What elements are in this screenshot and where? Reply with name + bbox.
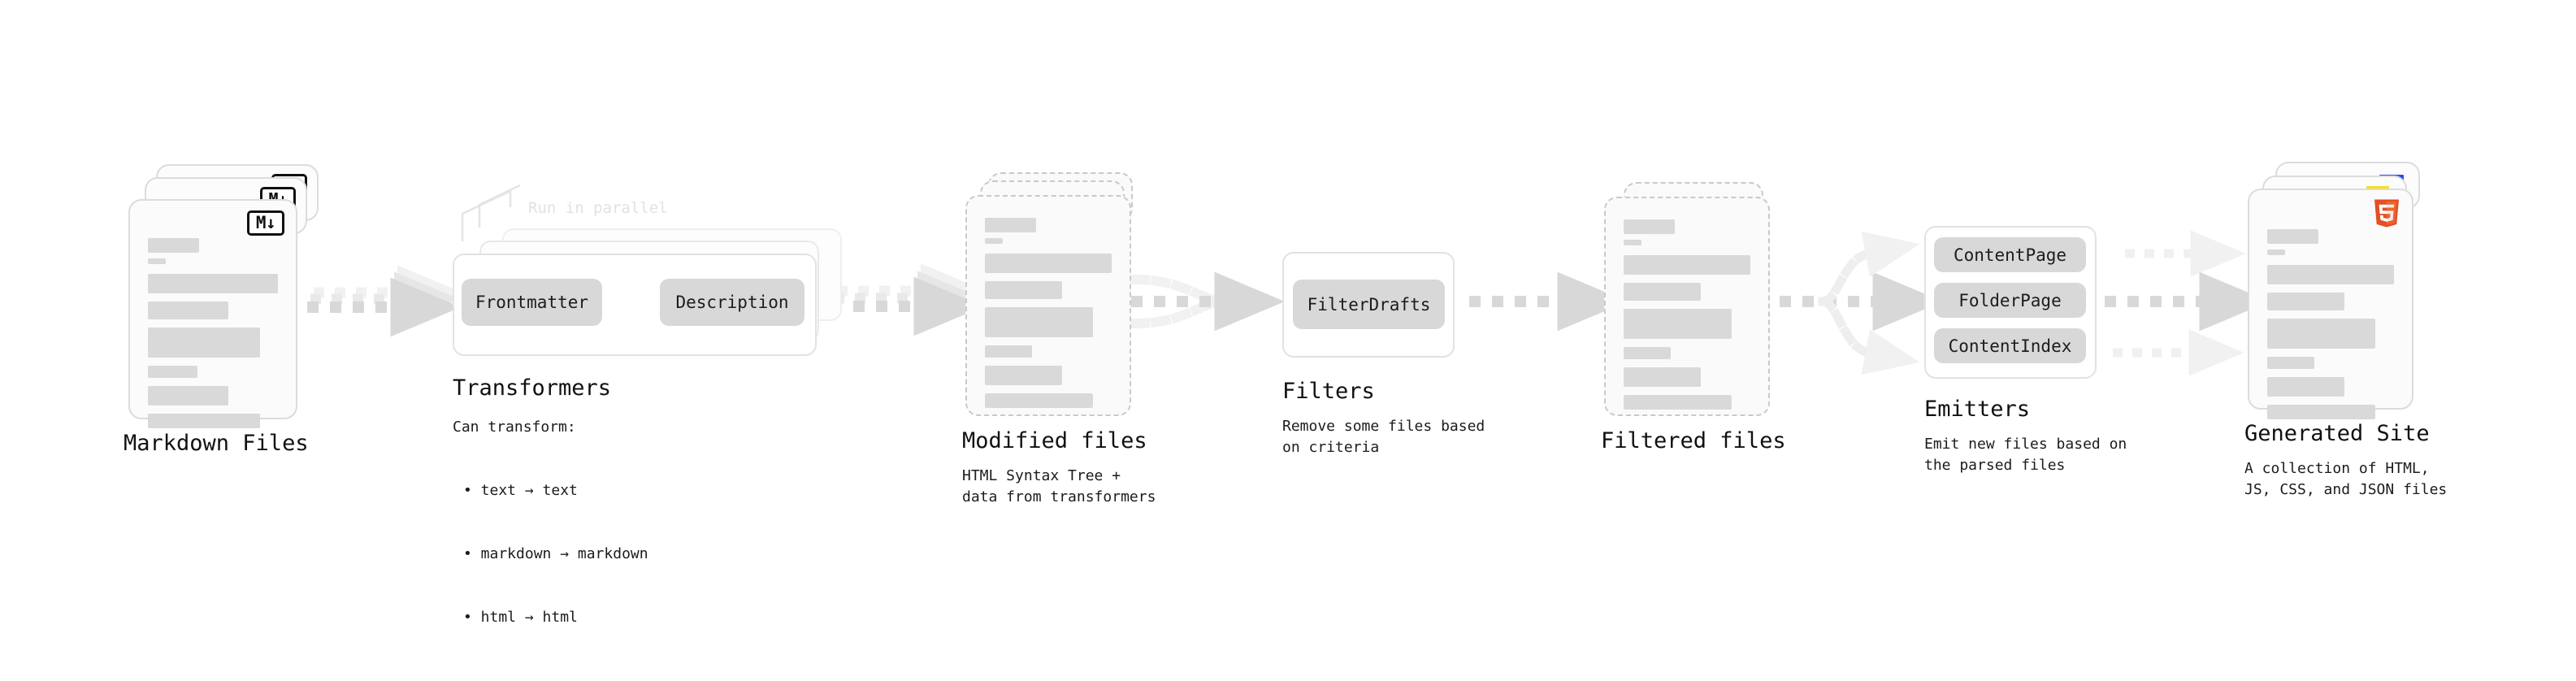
plugin-chip-contentindex[interactable]: ContentIndex	[1934, 328, 2086, 363]
transformers-bullets: • text → text • markdown → markdown • ht…	[463, 438, 648, 670]
emitters-title: Emitters	[1924, 397, 2031, 422]
generated-site-subtitle: A collection of HTML, JS, CSS, and JSON …	[2244, 460, 2448, 498]
filtered-card-front	[1604, 197, 1770, 416]
generated-card-html	[2248, 189, 2413, 419]
markdown-icon: M↓	[247, 210, 284, 236]
emitters-subtitle: Emit new files based on the parsed files	[1924, 436, 2127, 474]
markdown-files-title: Markdown Files	[124, 431, 309, 456]
modified-files-title: Modified files	[962, 428, 1147, 453]
connector-emitters-to-site	[2105, 230, 2270, 376]
run-in-parallel-label: Run in parallel	[528, 199, 668, 217]
markdown-card-front: M↓	[128, 199, 297, 428]
connector-markdown-to-transformers	[307, 265, 463, 337]
connector-filtered-to-emitters	[1780, 231, 1944, 375]
generated-placeholder-lines	[2267, 229, 2394, 427]
transformers-title: Transformers	[453, 375, 612, 401]
modified-files-subtitle: HTML Syntax Tree + data from transformer…	[962, 467, 1156, 505]
connector-modified-to-filters	[1129, 271, 1286, 332]
generated-site-title: Generated Site	[2244, 421, 2430, 446]
modified-card-front	[965, 195, 1131, 416]
plugin-chip-folderpage[interactable]: FolderPage	[1934, 283, 2086, 318]
transformer-bullet-markdown: • markdown → markdown	[463, 545, 648, 562]
modified-placeholder-lines	[985, 218, 1112, 416]
plugin-chip-contentpage[interactable]: ContentPage	[1934, 237, 2086, 272]
filtered-files-title: Filtered files	[1601, 428, 1786, 453]
transformer-bullet-text: • text → text	[463, 482, 578, 499]
connector-transformers-to-modified	[830, 263, 987, 336]
plugin-chip-filterdrafts[interactable]: FilterDrafts	[1293, 280, 1445, 329]
filters-title: Filters	[1282, 379, 1375, 404]
filters-subtitle: Remove some files based on criteria	[1282, 418, 1485, 456]
transformer-bullet-html: • html → html	[463, 609, 578, 626]
plugin-chip-description[interactable]: Description	[660, 279, 804, 326]
filtered-placeholder-lines	[1624, 219, 1750, 418]
transformers-lead: Can transform:	[453, 419, 576, 436]
markdown-placeholder-lines	[148, 238, 278, 436]
html5-icon	[2373, 198, 2400, 228]
plugin-chip-frontmatter[interactable]: Frontmatter	[462, 279, 602, 326]
